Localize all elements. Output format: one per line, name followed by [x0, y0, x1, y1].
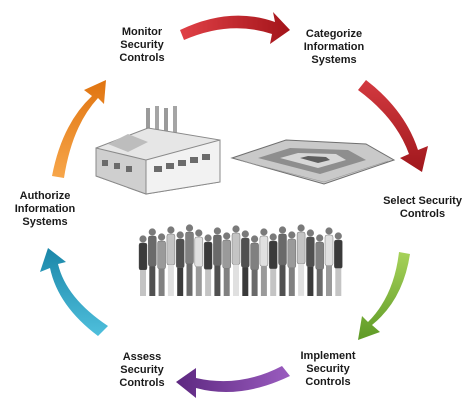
- person-figure: [157, 233, 166, 296]
- person-figure: [250, 235, 259, 296]
- person-figure: [203, 234, 213, 296]
- person-figure: [259, 228, 269, 296]
- person-figure: [268, 233, 278, 296]
- person-figure: [306, 229, 315, 296]
- person-figure: [222, 232, 231, 296]
- person-figure: [278, 226, 287, 296]
- person-figure: [296, 224, 306, 296]
- person-figure: [241, 230, 250, 296]
- person-figure: [334, 232, 343, 296]
- person-figure: [213, 227, 222, 296]
- person-figure: [185, 224, 194, 296]
- step-implement-label: Implement Security Controls: [300, 350, 356, 388]
- factory-illustration: [95, 106, 221, 195]
- arrow-monitor-to-categorize: [180, 12, 290, 44]
- arrow-implement-to-assess: [176, 366, 290, 398]
- person-figure: [324, 227, 334, 296]
- pentagon-building-illustration: [230, 139, 396, 185]
- person-figure: [138, 235, 148, 296]
- arrow-categorize-to-select: [358, 80, 428, 172]
- workforce-group-illustration: [138, 224, 343, 296]
- arrow-assess-to-authorize: [40, 248, 108, 336]
- step-categorize-label: Categorize Information Systems: [303, 28, 365, 66]
- step-authorize-label: Authorize Information Systems: [14, 190, 76, 228]
- step-assess-label: Assess Security Controls: [119, 351, 165, 389]
- person-figure: [287, 231, 297, 296]
- step-select-label: Select Security Controls: [383, 195, 462, 220]
- person-figure: [176, 231, 185, 296]
- person-figure: [166, 226, 176, 296]
- arrow-select-to-implement: [358, 252, 410, 340]
- person-figure: [315, 234, 324, 296]
- person-figure: [194, 229, 203, 296]
- step-monitor-label: Monitor Security Controls: [119, 26, 165, 64]
- person-figure: [231, 225, 241, 296]
- arrow-authorize-to-monitor: [52, 80, 106, 178]
- person-figure: [148, 228, 157, 296]
